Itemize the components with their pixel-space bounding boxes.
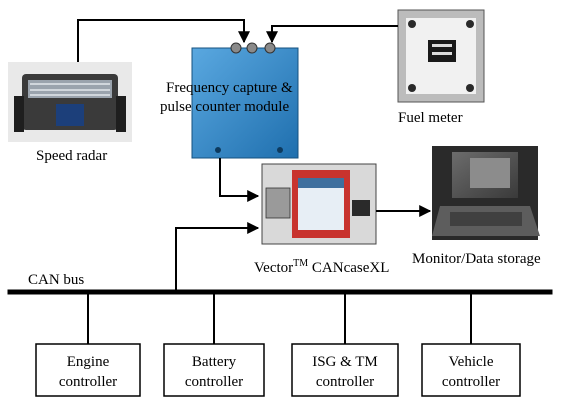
fuel-meter-photo [397,9,485,103]
frequency-module-label-2: pulse counter module [160,99,289,115]
cancase-photo [261,163,377,245]
engine-controller-box: Engine controller [35,343,141,397]
can-bus-label: CAN bus [28,272,84,288]
speed-radar-label: Speed radar [36,148,107,164]
vehicle-controller-label-2: controller [442,374,500,390]
radar-to-module-wire [77,19,250,62]
frequency-module-label-1: Frequency capture & [166,80,293,96]
vehicle-controller-box: Vehicle controller [421,343,521,397]
speed-radar-photo [8,62,132,142]
module-to-cancase-wire [219,158,260,202]
battery-controller-box: Battery controller [163,343,265,397]
isg-tm-controller-label-2: controller [316,374,374,390]
fuel-meter-label: Fuel meter [398,110,463,126]
cancase-label: VectorTM CANcaseXL [254,258,389,276]
engine-controller-label-2: controller [59,374,117,390]
battery-controller-label-2: controller [185,374,243,390]
vehicle-controller-label-1: Vehicle [449,354,494,370]
fuel-to-module-wire [266,25,398,44]
isg-tm-controller-box: ISG & TM controller [291,343,399,397]
isg-tm-controller-label-1: ISG & TM [312,354,378,370]
bus-to-cancase-wire [175,222,260,292]
engine-controller-label-1: Engine [67,354,110,370]
battery-controller-label-1: Battery [192,354,237,370]
frequency-module-photo [191,42,299,159]
monitor-photo [432,146,540,240]
monitor-label: Monitor/Data storage [412,251,541,267]
